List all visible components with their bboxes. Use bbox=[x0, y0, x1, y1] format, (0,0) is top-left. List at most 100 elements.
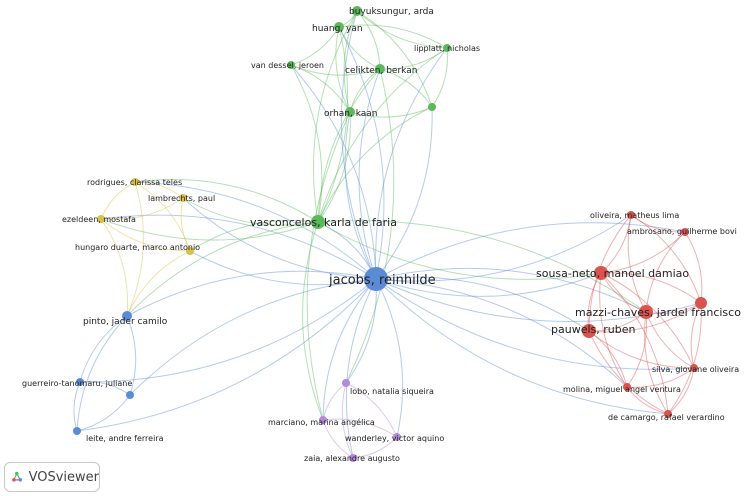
author-label-huang[interactable]: huang, yan bbox=[312, 24, 363, 34]
coauthor-link bbox=[317, 111, 351, 223]
coauthor-link bbox=[375, 278, 404, 438]
author-label-hungaro[interactable]: hungaro duarte, marco antonio bbox=[75, 243, 200, 252]
coauthor-link bbox=[322, 419, 354, 459]
coauthor-link bbox=[100, 218, 129, 317]
coauthor-link bbox=[375, 214, 632, 282]
author-label-rodrigues[interactable]: rodrigues, clarissa teles bbox=[87, 178, 182, 187]
author-label-wanderley[interactable]: wanderley, victor aquino bbox=[345, 434, 444, 443]
author-label-marciano[interactable]: marciano, marina angélica bbox=[268, 417, 375, 427]
coauthor-link bbox=[684, 231, 703, 304]
author-node-lobo[interactable] bbox=[342, 379, 350, 387]
author-node-orhan[interactable] bbox=[345, 107, 355, 117]
author-node-pauwels[interactable] bbox=[582, 324, 596, 338]
author-node-molina[interactable] bbox=[623, 383, 631, 391]
author-node-lambrechts[interactable] bbox=[179, 194, 187, 202]
coauthor-link bbox=[375, 272, 602, 297]
author-label-jacobs[interactable]: jacobs, reinhilde bbox=[328, 273, 436, 288]
author-node-hungaro[interactable] bbox=[186, 247, 194, 255]
author-node-ezeldeen[interactable] bbox=[97, 215, 105, 223]
coauthor-link bbox=[126, 270, 377, 317]
author-label-vandessel[interactable]: van dessel, jeroen bbox=[251, 61, 324, 70]
author-label-decamargo[interactable]: de camargo, rafael verardino bbox=[608, 413, 725, 422]
coauthor-link bbox=[189, 250, 377, 286]
coauthor-link bbox=[375, 278, 702, 322]
author-node-decamargo[interactable] bbox=[664, 410, 672, 418]
coauthor-link bbox=[100, 197, 184, 221]
coauthor-link bbox=[375, 276, 590, 332]
coauthor-link bbox=[356, 10, 433, 108]
coauthor-link bbox=[345, 278, 377, 384]
author-label-ambrosano[interactable]: ambrosano, guilherme bovi bbox=[627, 227, 737, 236]
author-node-oliveira[interactable] bbox=[627, 211, 635, 219]
author-node-vasconcelos[interactable] bbox=[311, 215, 325, 229]
author-node-buyuksungur[interactable] bbox=[352, 6, 362, 16]
brand-name: VOSviewer bbox=[28, 469, 99, 485]
coauthor-link bbox=[100, 214, 377, 280]
author-node-zaia[interactable] bbox=[349, 454, 357, 462]
author-label-celikten[interactable]: celikten, berkan bbox=[345, 66, 417, 76]
coauthor-link bbox=[317, 221, 602, 280]
coauthor-link bbox=[667, 302, 702, 415]
coauthor-link bbox=[345, 278, 377, 459]
author-label-pinto[interactable]: pinto, jader camilo bbox=[83, 317, 168, 327]
author-node-pinto[interactable] bbox=[122, 311, 132, 321]
author-node-rodrigues[interactable] bbox=[131, 178, 139, 186]
author-label-orhan[interactable]: orhan, kaan bbox=[324, 109, 377, 119]
vosviewer-logo-icon bbox=[12, 471, 22, 482]
coauthor-link bbox=[690, 302, 702, 369]
coauthor-link bbox=[290, 26, 340, 66]
author-label-oliveira[interactable]: oliveira, matheus lima bbox=[590, 211, 679, 220]
author-node-wanderley[interactable] bbox=[393, 433, 401, 441]
author-label-pauwels[interactable]: pauwels, ruben bbox=[551, 323, 635, 336]
author-label-guerreiro[interactable]: guerreiro-tanomaru, juliane bbox=[22, 379, 132, 388]
author-node-leite[interactable] bbox=[73, 427, 81, 435]
author-node-green7[interactable] bbox=[428, 103, 436, 111]
coauthor-link bbox=[317, 106, 433, 223]
coauthor-link bbox=[626, 311, 648, 388]
coauthor-link bbox=[338, 26, 385, 280]
coauthor-link bbox=[290, 64, 377, 280]
coauthor-link bbox=[306, 111, 351, 421]
author-label-ezeldeen[interactable]: ezeldeen, mostafa bbox=[62, 215, 136, 224]
coauthor-link bbox=[340, 10, 377, 280]
coauthor-link bbox=[375, 278, 669, 415]
author-node-huang[interactable] bbox=[334, 22, 344, 32]
author-node-sousaneto[interactable] bbox=[594, 266, 608, 280]
coauthor-link bbox=[630, 214, 702, 304]
vosviewer-logo: VOSviewer bbox=[4, 462, 100, 492]
author-node-jacobs[interactable] bbox=[364, 267, 388, 291]
author-label-buyuksungur[interactable]: buyuksungur, arda bbox=[349, 7, 434, 17]
author-node-blue3[interactable] bbox=[126, 391, 134, 399]
author-node-ambrosano[interactable] bbox=[681, 228, 689, 236]
coauthor-link bbox=[335, 26, 351, 113]
coauthor-link bbox=[79, 315, 128, 383]
author-label-zaia[interactable]: zaia, alexandre augusto bbox=[304, 454, 400, 463]
coauthor-link bbox=[126, 250, 191, 317]
author-node-celikten[interactable] bbox=[375, 64, 385, 74]
author-node-red6[interactable] bbox=[695, 297, 707, 309]
author-label-vasconcelos[interactable]: vasconcelos, karla de faria bbox=[250, 216, 397, 229]
author-label-lobo[interactable]: lobo, natalia siqueira bbox=[350, 387, 434, 396]
coauthor-link bbox=[667, 367, 695, 415]
coauthor-link bbox=[341, 382, 354, 459]
author-label-sousaneto[interactable]: sousa-neto, manoel damiao bbox=[536, 267, 689, 280]
author-label-molina[interactable]: molina, miguel angel ventura bbox=[563, 385, 681, 394]
author-label-mazzi[interactable]: mazzi-chaves, jardel francisco bbox=[575, 306, 741, 319]
author-label-lipplatt[interactable]: lipplatt, nicholas bbox=[414, 44, 480, 53]
author-node-marciano[interactable] bbox=[319, 416, 327, 424]
label-layer: jacobs, reinhilde vasconcelos, karla de f… bbox=[22, 7, 741, 463]
author-node-vandessel[interactable] bbox=[287, 61, 295, 69]
coauthor-link bbox=[322, 278, 377, 421]
coauthor-link bbox=[180, 197, 191, 252]
coauthor-link bbox=[599, 272, 628, 388]
author-node-silva[interactable] bbox=[690, 364, 698, 372]
author-node-lipplatt[interactable] bbox=[443, 44, 451, 52]
coauthor-link bbox=[129, 278, 377, 396]
author-label-leite[interactable]: leite, andre ferreira bbox=[86, 434, 164, 443]
author-node-mazzi[interactable] bbox=[639, 305, 653, 319]
author-label-silva[interactable]: silva, giovane oliveira bbox=[652, 365, 739, 374]
author-label-lambrechts[interactable]: lambrechts, paul bbox=[148, 194, 215, 203]
author-node-guerreiro[interactable] bbox=[76, 378, 84, 386]
